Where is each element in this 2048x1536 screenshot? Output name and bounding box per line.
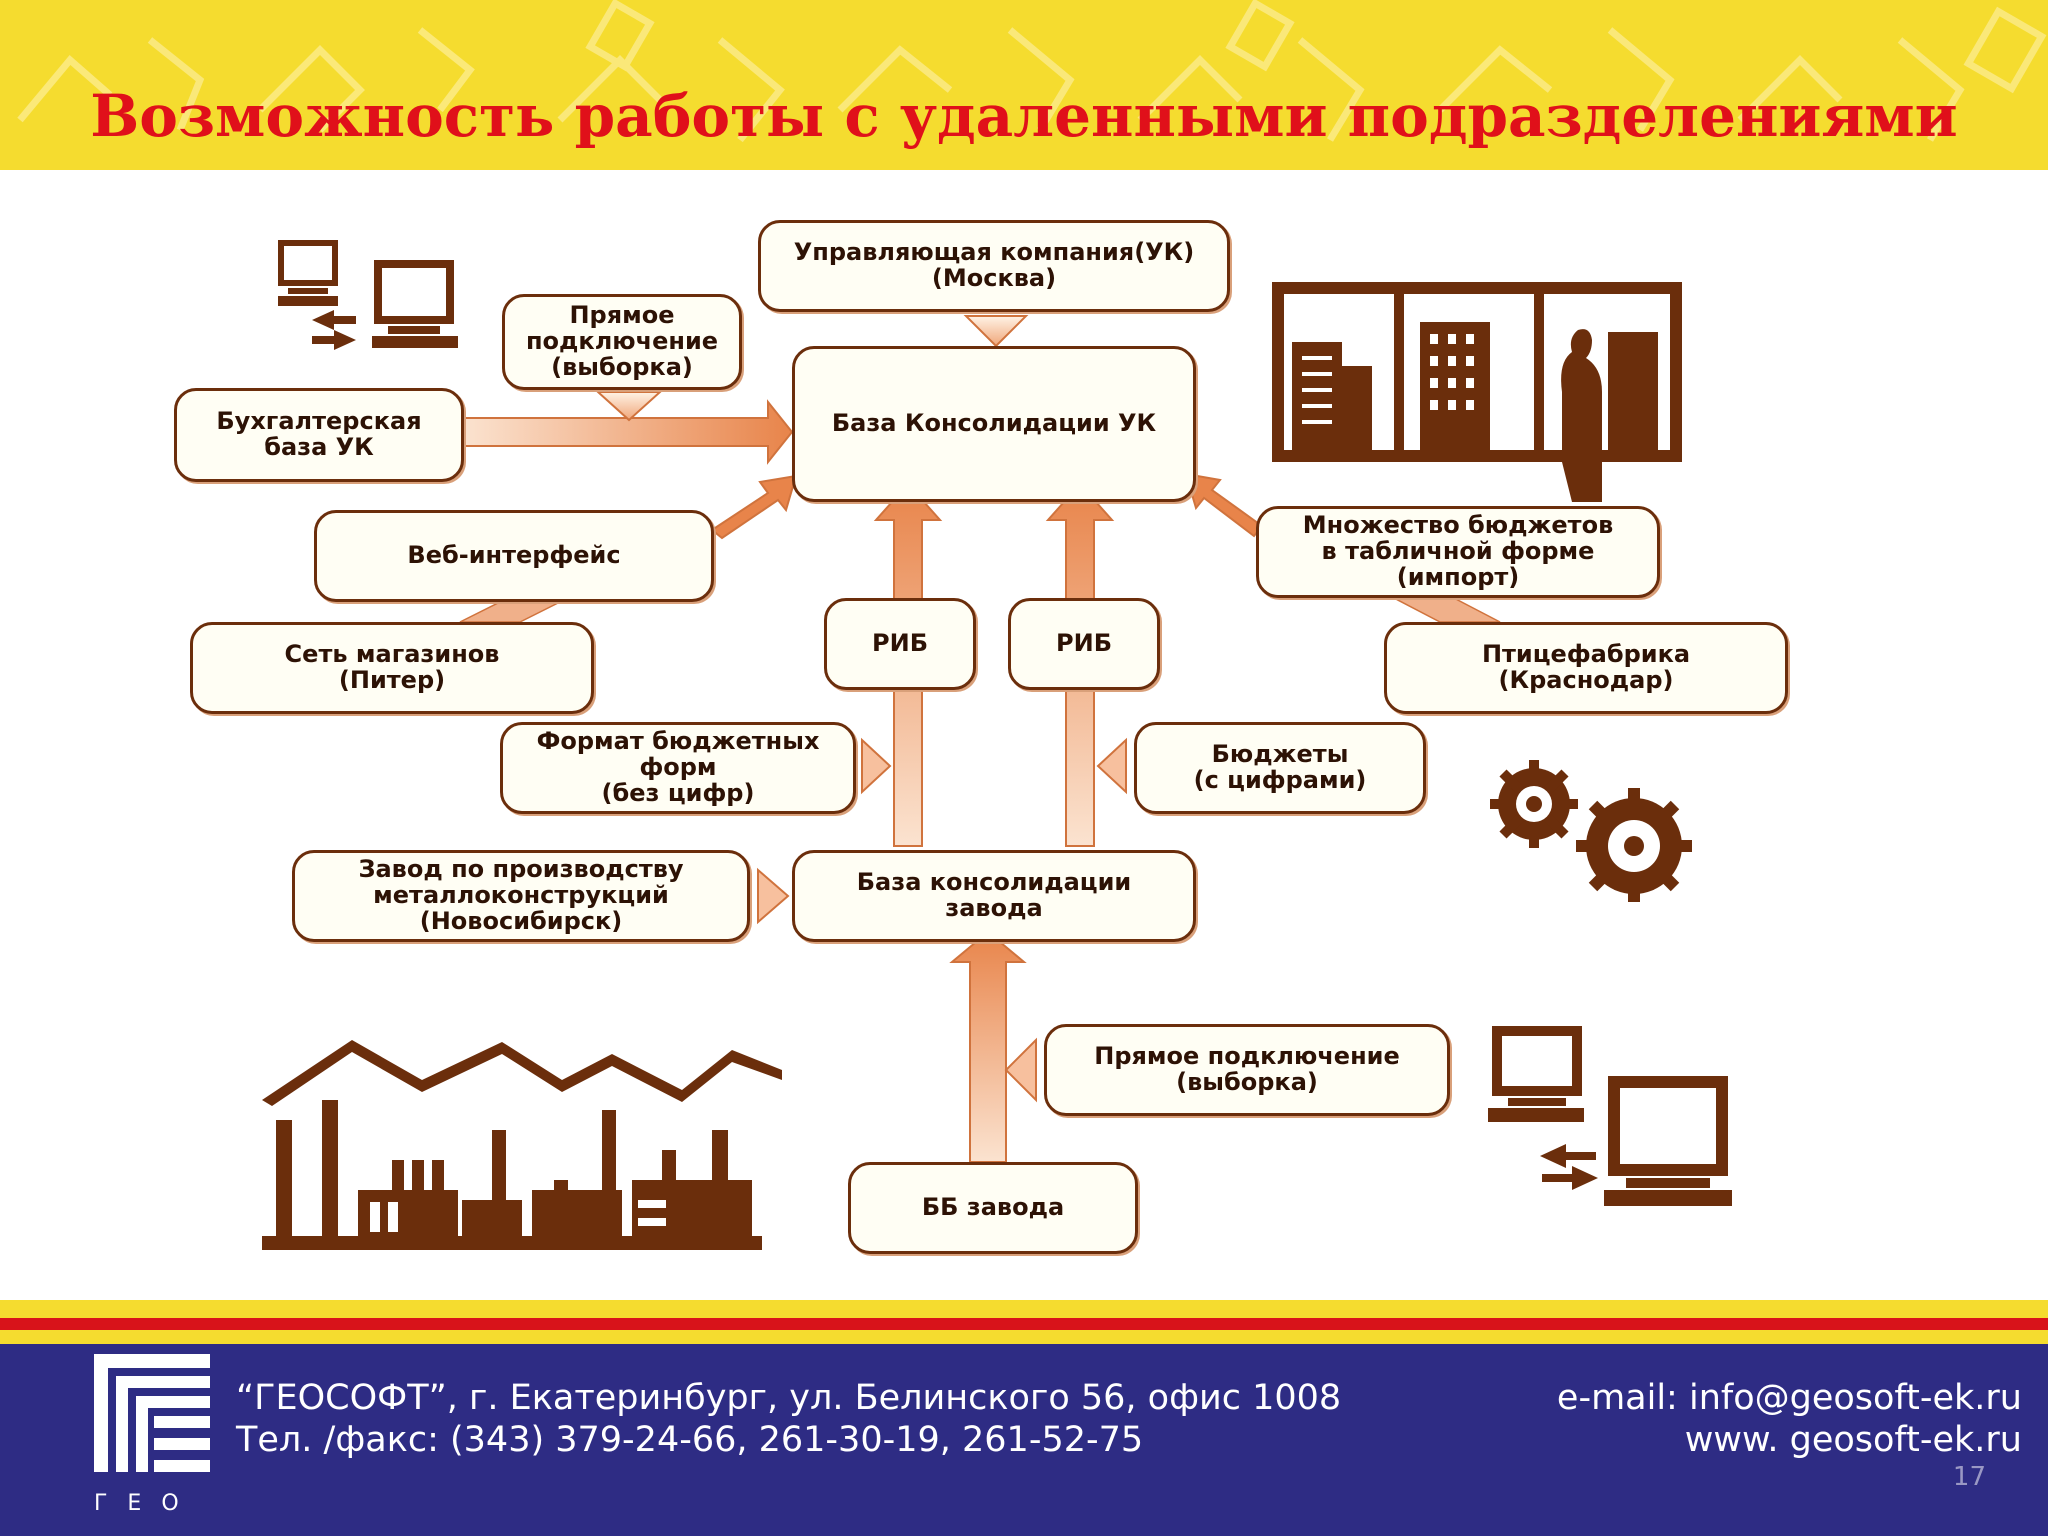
box-accounting: Бухгалтерская база УК <box>174 388 464 482</box>
box-plant: Завод по производству металлоконструкций… <box>292 850 750 942</box>
triangle-direct1 <box>595 391 663 422</box>
city-window-icon <box>1272 282 1682 502</box>
band-import-poultry <box>1389 595 1501 623</box>
triangle-plant <box>757 867 790 925</box>
box-direct-connection-2: Прямое подключение (выборка) <box>1044 1024 1450 1116</box>
box-shops: Сеть магазинов (Питер) <box>190 622 594 714</box>
slide-title: Возможность работы с удаленными подразде… <box>90 82 1958 150</box>
box-web-interface: Веб-интерфейс <box>314 510 714 602</box>
footer-stripe-red <box>0 1318 2048 1330</box>
arrow-web <box>710 474 798 540</box>
box-rib-right: РИБ <box>1008 598 1160 690</box>
box-bb-plant: ББ завода <box>848 1162 1138 1254</box>
page-number: 17 <box>1952 1462 1986 1492</box>
triangle-format <box>861 737 892 795</box>
box-poultry: Птицефабрика (Краснодар) <box>1384 622 1788 714</box>
box-budget-format: Формат бюджетных форм (без цифр) <box>500 722 856 814</box>
geosoft-logo: ГЕО <box>94 1354 210 1516</box>
footer-stripe-yellow-2 <box>0 1330 2048 1344</box>
computers-icon-2 <box>1488 1026 1732 1206</box>
arrow-accounting <box>461 399 794 465</box>
slide-header: Возможность работы с удаленными подразде… <box>0 0 2048 170</box>
box-consolidation-plant: База консолидации завода <box>792 850 1196 942</box>
triangle-direct2 <box>1004 1037 1037 1103</box>
arrow-budgets-import <box>1184 472 1264 538</box>
box-direct-connection: Прямое подключение (выборка) <box>502 294 742 390</box>
computers-icon <box>278 240 458 350</box>
gears-icon <box>1490 760 1692 902</box>
diagram: Управляющая компания(УК) (Москва) Прямое… <box>0 170 2048 1300</box>
factory-icon <box>262 1040 782 1250</box>
footer-phone: Тел. /факс: (343) 379-24-66, 261-30-19, … <box>236 1420 1144 1460</box>
box-consolidation-uk: База Консолидации УК <box>792 346 1196 502</box>
box-budgets-import: Множество бюджетов в табличной форме (им… <box>1256 506 1660 598</box>
arrow-bb <box>949 930 1027 1163</box>
triangle-uk <box>963 315 1029 348</box>
slide-footer: ГЕО “ГЕОСОФТ”, г. Екатеринбург, ул. Бели… <box>0 1344 2048 1536</box>
box-uk: Управляющая компания(УК) (Москва) <box>758 220 1230 312</box>
box-rib-left: РИБ <box>824 598 976 690</box>
footer-email[interactable]: e-mail: info@geosoft-ek.ru <box>1556 1378 2022 1418</box>
footer-website[interactable]: www. geosoft-ek.ru <box>1684 1420 2022 1460</box>
footer-address: “ГЕОСОФТ”, г. Екатеринбург, ул. Белинско… <box>236 1378 1342 1418</box>
logo-text: ГЕО <box>94 1491 199 1516</box>
box-budgets-digits: Бюджеты (с цифрами) <box>1134 722 1426 814</box>
triangle-budgets <box>1096 737 1127 795</box>
header-pattern <box>17 0 2047 143</box>
